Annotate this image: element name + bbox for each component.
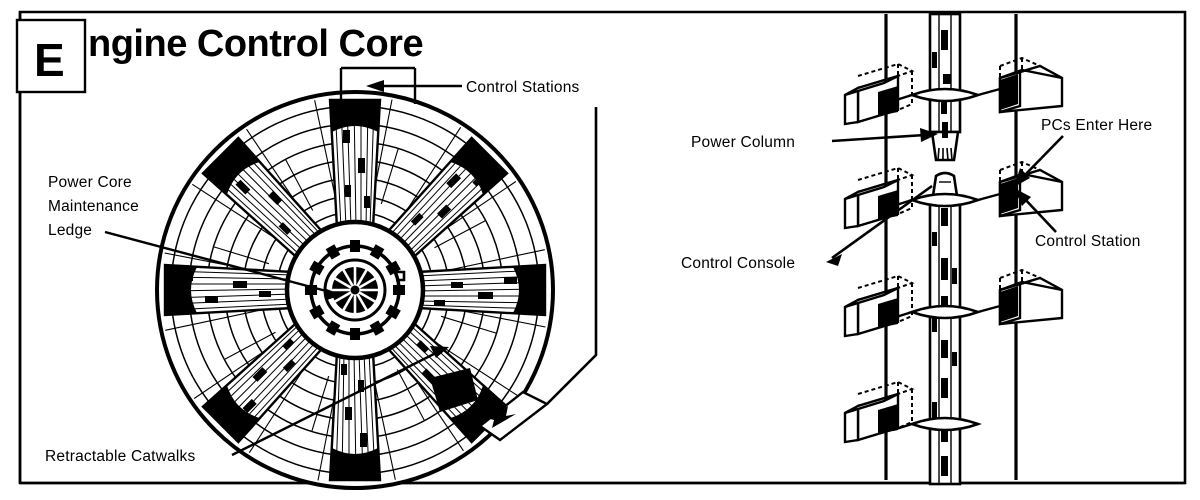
column-panel-marks — [932, 30, 957, 476]
column-tip-flutes — [937, 147, 953, 161]
control-station-cube — [998, 268, 1064, 326]
station-opening — [878, 298, 898, 328]
power-core-hub — [284, 219, 426, 361]
catwalk-spoke — [328, 350, 382, 482]
hub-collar-teeth — [305, 240, 405, 340]
control-console-leader — [826, 184, 933, 266]
catwalk-spoke — [201, 319, 326, 444]
hub-access-notch — [392, 270, 406, 282]
pcs-enter-here-leader — [1014, 135, 1064, 187]
station-opening — [1000, 286, 1018, 322]
label-power-core-line1: Power Core — [48, 174, 132, 191]
label-control-stations: Control Stations — [466, 79, 580, 96]
control-station-cube — [998, 56, 1064, 114]
platform-discs — [908, 87, 982, 432]
label-control-console: Control Console — [681, 255, 795, 272]
control-station-cube — [843, 62, 915, 126]
station-opening — [1000, 74, 1018, 110]
power-core-leader — [104, 230, 342, 300]
platform-level-2 — [908, 192, 982, 208]
power-column-leader — [831, 128, 938, 143]
platform-level-4 — [908, 416, 982, 432]
maintenance-pad — [430, 368, 478, 412]
label-retractable-catwalks: Retractable Catwalks — [45, 448, 195, 465]
label-pcs-enter-here: PCs Enter Here — [1041, 117, 1152, 134]
engine-core-top-view: Control Stations Power Core Maintenance … — [45, 66, 598, 490]
power-core-star — [332, 267, 378, 313]
dropcap-letter: E — [34, 34, 65, 86]
platform-level-1 — [908, 87, 982, 103]
control-stations-leader-top — [366, 80, 462, 92]
catwalk-spoke — [384, 136, 509, 261]
power-column — [928, 12, 962, 486]
control-station-cube — [843, 380, 915, 444]
platform-level-3 — [908, 304, 982, 320]
station-opening — [1000, 178, 1018, 214]
label-power-core-line2: Maintenance — [48, 198, 139, 215]
page-title: E ngine Control Core — [15, 18, 424, 94]
catwalk-spoke — [163, 263, 295, 317]
retractable-catwalks-leader — [231, 346, 449, 457]
label-control-station: Control Station — [1035, 233, 1141, 250]
power-column-elevation: Power Column Control Console PCs Enter H… — [681, 12, 1152, 486]
dropcap-box — [15, 18, 87, 94]
control-station-cube — [843, 274, 915, 338]
station-opening — [878, 404, 898, 434]
control-console — [931, 171, 959, 198]
control-station-leader — [1014, 188, 1057, 233]
title-text: ngine Control Core — [88, 23, 423, 65]
control-stations-leader-lower — [477, 107, 598, 442]
catwalk-spoke — [415, 263, 547, 317]
catwalk-spoke — [328, 98, 382, 230]
control-station-cube — [843, 166, 915, 230]
label-power-core-line3: Ledge — [48, 222, 92, 239]
column-seams — [938, 14, 952, 484]
label-power-column: Power Column — [691, 134, 795, 151]
station-opening — [878, 86, 898, 116]
